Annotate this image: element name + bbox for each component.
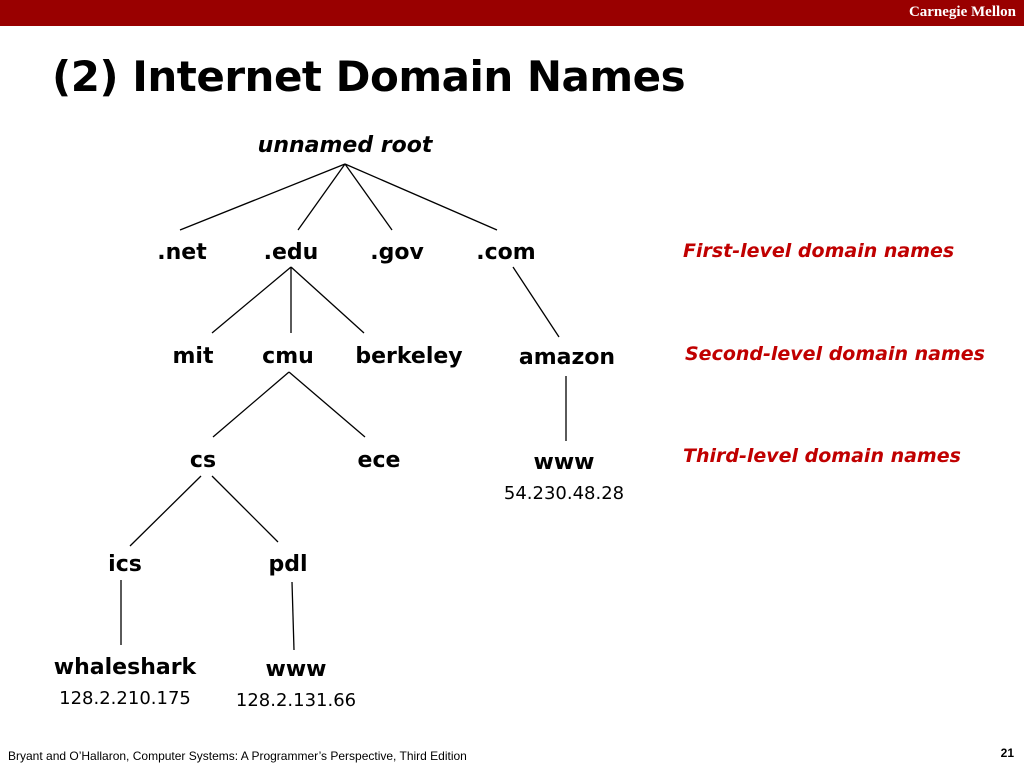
- node-net: .net: [157, 240, 207, 265]
- edge-edu-berkeley: [290, 266, 365, 334]
- node-pdl-www: www: [265, 657, 327, 682]
- node-com: .com: [476, 240, 536, 265]
- edge-edu-mit: [211, 266, 292, 334]
- node-root: unnamed root: [257, 133, 433, 158]
- node-ece: ece: [357, 448, 401, 473]
- ip-amazon-www: 54.230.48.28: [503, 483, 625, 504]
- brand-label: Carnegie Mellon: [908, 4, 1016, 20]
- label-second-level: Second-level domain names: [685, 343, 985, 365]
- edge-root-edu: [297, 163, 346, 231]
- edge-cmu-cs: [212, 371, 290, 438]
- slide-title: (2) Internet Domain Names: [52, 52, 686, 101]
- edge-com-amazon: [512, 266, 560, 338]
- node-edu: .edu: [263, 240, 319, 265]
- node-gov: .gov: [370, 240, 424, 265]
- edge-cmu-ece: [288, 371, 366, 438]
- node-cmu: cmu: [262, 344, 314, 369]
- label-first-level: First-level domain names: [683, 240, 955, 262]
- node-pdl: pdl: [268, 552, 308, 577]
- edge-root-net: [179, 163, 346, 231]
- edge-cs-ics: [129, 475, 202, 547]
- edge-cs-pdl: [211, 475, 279, 543]
- node-whaleshark: whaleshark: [53, 655, 197, 680]
- label-third-level: Third-level domain names: [683, 445, 961, 467]
- ip-pdl-www: 128.2.131.66: [235, 690, 357, 711]
- edge-pdl-www: [291, 581, 295, 651]
- node-amazon-www: www: [533, 450, 595, 475]
- footer-citation: Bryant and O’Hallaron, Computer Systems:…: [8, 749, 467, 763]
- node-amazon: amazon: [518, 345, 616, 370]
- ip-whaleshark: 128.2.210.175: [59, 688, 191, 709]
- header-bar: Carnegie Mellon: [0, 0, 1024, 26]
- page-number: 21: [1000, 746, 1014, 760]
- node-ics: ics: [108, 552, 142, 577]
- edge-root-gov: [344, 163, 393, 231]
- node-mit: mit: [172, 344, 214, 369]
- node-cs: cs: [189, 448, 217, 473]
- edge-root-com: [344, 163, 498, 231]
- node-berkeley: berkeley: [355, 344, 463, 369]
